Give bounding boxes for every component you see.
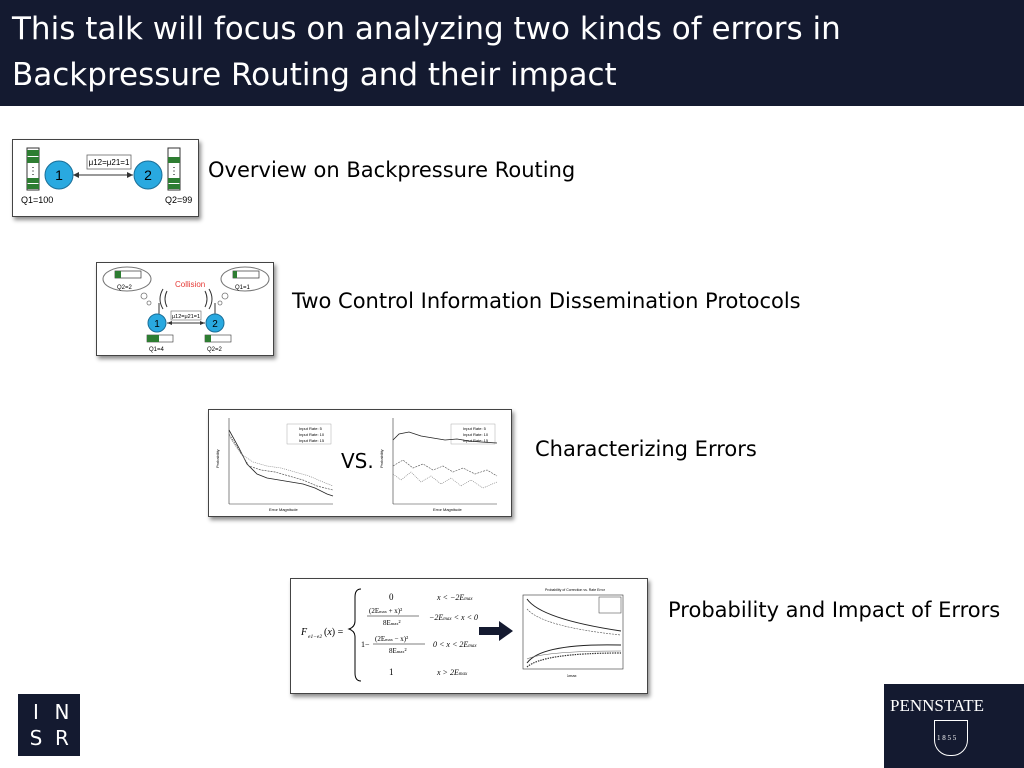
svg-text:x > 2Emax: x > 2Emax: [436, 668, 468, 677]
node-1-icon: [44, 160, 74, 190]
svg-text:2: 2: [212, 319, 218, 330]
svg-text:Q2=2: Q2=2: [117, 285, 133, 291]
svg-text:⋮: ⋮: [169, 166, 179, 177]
item-label-characterizing: Characterizing Errors: [535, 437, 757, 461]
svg-text:Q1=4: Q1=4: [149, 347, 165, 353]
svg-text:1: 1: [389, 667, 394, 677]
svg-text:Error Magnitude: Error Magnitude: [433, 507, 462, 512]
characterizing-errors-figure: Input Rate: 5 Input Rate: 10 Input Rate:…: [208, 409, 512, 517]
dissemination-protocols-figure: Q2=2 Q1=1 Collision μ12=μ21=1 1 2: [96, 262, 274, 356]
svg-text:Input Rate: 15: Input Rate: 15: [463, 438, 489, 443]
thought-cloud-right-icon: Q1=1: [217, 266, 270, 306]
svg-text:F: F: [300, 627, 308, 638]
svg-text:Probability: Probability: [379, 449, 384, 468]
queue-1-icon: ⋮: [26, 147, 40, 191]
svg-text:1: 1: [154, 319, 160, 330]
item-label-probability: Probability and Impact of Errors: [668, 598, 1001, 622]
svg-text:0 < x < 2Emax: 0 < x < 2Emax: [433, 640, 477, 649]
svg-text:Q2=2: Q2=2: [207, 347, 223, 353]
vs-label: VS.: [341, 449, 374, 473]
svg-text:Probability of Correction vs.: Probability of Correction vs. Rate Error: [545, 588, 606, 592]
svg-text:1−: 1−: [361, 640, 370, 649]
collision-label: Collision: [175, 280, 205, 289]
error-plot-right: Input Rate: 5 Input Rate: 10 Input Rate:…: [379, 418, 498, 512]
svg-text:Input Rate: 5: Input Rate: 5: [299, 426, 323, 431]
svg-text:μ12=μ21=1: μ12=μ21=1: [172, 314, 200, 320]
svg-text:−2Emax < x < 0: −2Emax < x < 0: [429, 613, 478, 622]
svg-text:Q1=1: Q1=1: [235, 285, 251, 291]
node-2-icon: [133, 160, 163, 190]
svg-text:λmax: λmax: [567, 673, 577, 678]
pennstate-logo: PENNSTATE 1 8 5 5: [884, 684, 1024, 768]
probability-plot: Probability of Correction vs. Rate Error…: [522, 588, 624, 678]
fig1-q1-label: Q1=100: [21, 195, 53, 205]
right-arrow-icon: [479, 621, 513, 641]
svg-text:x < −2Emax: x < −2Emax: [436, 593, 473, 602]
svg-text:Probability: Probability: [215, 449, 220, 468]
node-1-icon: [147, 313, 167, 333]
svg-text:8Emax²: 8Emax²: [389, 647, 407, 655]
svg-text:(2Emax − x)²: (2Emax − x)²: [375, 635, 408, 643]
svg-text:(x) =: (x) =: [324, 627, 344, 638]
svg-text:8Emax²: 8Emax²: [383, 619, 401, 627]
svg-text:e1−e2: e1−e2: [308, 634, 322, 640]
thought-cloud-left-icon: Q2=2: [102, 266, 152, 306]
cdf-formula: F e1−e2 (x) = 0 x < −2Emax (2Emax + x)² …: [300, 588, 478, 682]
svg-text:Input Rate: 10: Input Rate: 10: [463, 432, 489, 437]
svg-text:Input Rate: 15: Input Rate: 15: [299, 438, 325, 443]
signal-waves-icon: [159, 288, 213, 310]
insr-logo: I N S R: [18, 694, 80, 756]
fig1-q2-label: Q2=99: [165, 195, 192, 205]
title-bar: This talk will focus on analyzing two ki…: [0, 0, 1024, 106]
svg-text:(2Emax + x)²: (2Emax + x)²: [369, 607, 402, 615]
svg-text:Error Magnitude: Error Magnitude: [269, 507, 298, 512]
svg-text:2: 2: [144, 167, 152, 183]
error-plot-left: Input Rate: 5 Input Rate: 10 Input Rate:…: [215, 418, 334, 512]
svg-text:0: 0: [389, 592, 394, 602]
slide-title: This talk will focus on analyzing two ki…: [12, 11, 841, 93]
fig1-link-label: μ12=μ21=1: [89, 158, 130, 167]
svg-text:1: 1: [55, 167, 63, 183]
queue-2-icon: ⋮: [167, 147, 181, 191]
svg-text:⋮: ⋮: [28, 166, 38, 177]
node-2-icon: [205, 313, 225, 333]
item-label-protocols: Two Control Information Dissemination Pr…: [292, 289, 801, 313]
item-label-overview: Overview on Backpressure Routing: [208, 158, 576, 182]
svg-text:Input Rate: 10: Input Rate: 10: [299, 432, 325, 437]
shield-icon: [934, 720, 968, 756]
backpressure-overview-figure: ⋮ ⋮ μ12=μ21=1 1 2 Q1=100 Q2=99: [12, 139, 199, 217]
probability-impact-figure: F e1−e2 (x) = 0 x < −2Emax (2Emax + x)² …: [290, 578, 648, 694]
svg-text:Input Rate: 5: Input Rate: 5: [463, 426, 487, 431]
